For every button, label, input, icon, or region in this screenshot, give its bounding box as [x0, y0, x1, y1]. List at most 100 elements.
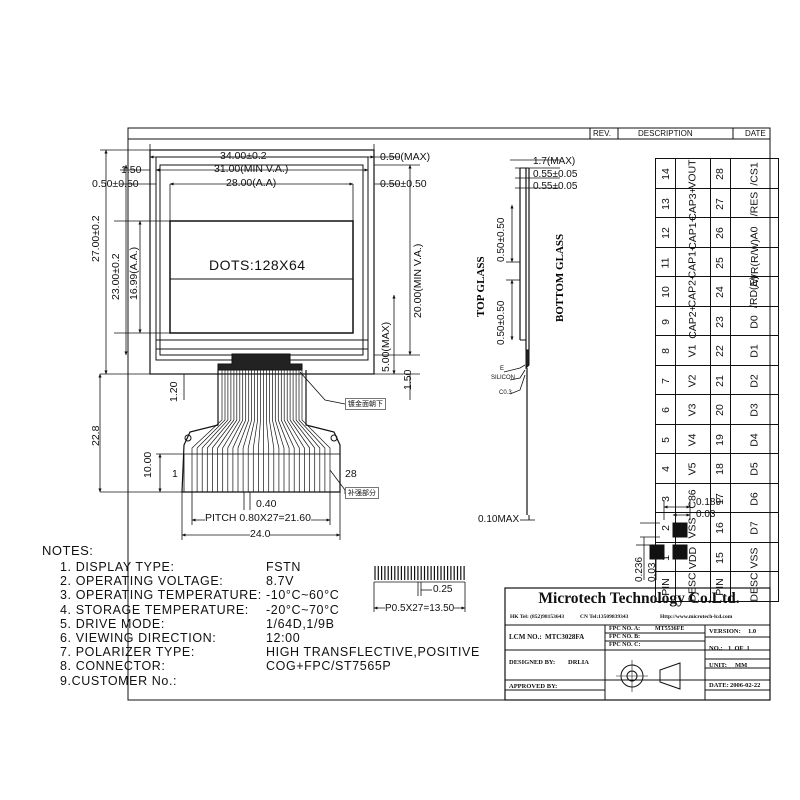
- notes-values: FSTN 8.7V -10°C~60°C -20°C~70°C 1/64D,1/…: [266, 560, 480, 688]
- pin-table-text: 19: [714, 433, 727, 446]
- pin-table-cell: 7: [655, 364, 676, 395]
- pin-table-cell: PIN: [655, 571, 676, 602]
- pin-table-cell: 14: [655, 158, 676, 189]
- pin-table-text: /RD(E): [748, 276, 761, 309]
- unit-value: MM: [735, 662, 748, 669]
- pin-table-cell: 1: [655, 541, 676, 572]
- dim-height-20min: 20.00(MIN V.A.): [412, 243, 424, 318]
- note-value: -20°C~70°C: [266, 602, 340, 617]
- pin-table-cell: 6: [655, 394, 676, 425]
- label-e: E: [500, 366, 505, 372]
- pin-table-text: V2: [686, 374, 699, 388]
- date-label: DATE:: [709, 682, 729, 689]
- callout-gold-face-down: 镀金面朝下: [345, 398, 386, 410]
- pin-label-left: 1: [172, 468, 178, 480]
- pin-table-cell: C86: [675, 482, 711, 513]
- pin-table-cell: 20: [709, 394, 731, 425]
- pin-table-cell: VSS: [729, 541, 780, 572]
- fpc-tail: [181, 370, 341, 493]
- pin-table-text: 4: [659, 466, 672, 473]
- dim-right-150: 1.50: [402, 369, 414, 390]
- designed-by-value: DRLIA: [568, 659, 589, 666]
- pin-table-cell: CAP2-: [675, 276, 711, 308]
- date-header: DATE: [745, 129, 766, 138]
- note-value: -10°C~60°C: [266, 588, 340, 603]
- pin-table-text: 13: [659, 197, 672, 210]
- label-silicon: SILICON: [491, 375, 516, 381]
- pin-table-text: 24: [714, 286, 727, 299]
- notes-title: NOTES:: [42, 543, 94, 558]
- fpc-c-label: FPC NO. C:: [609, 642, 641, 648]
- lcd-front-view: [149, 149, 375, 493]
- fpc-b-label: FPC NO. B:: [609, 634, 641, 640]
- lcd-side-view: [519, 167, 530, 520]
- active-area: [169, 220, 354, 334]
- pin-table-text: 20: [714, 404, 727, 417]
- pin-table-text: D1: [748, 344, 761, 358]
- pin-table-cell: V2: [675, 364, 711, 395]
- pin-table-cell: D0: [729, 305, 780, 336]
- pin-table-text: V3: [686, 403, 699, 417]
- dim-left-150: 1.50: [121, 164, 142, 176]
- pin-table-cell: D1: [729, 335, 780, 366]
- dim-003a: 0.03: [696, 509, 716, 520]
- note-value: 8.7V: [266, 574, 295, 589]
- pin-table-cell: 9: [655, 305, 676, 336]
- front-dimensions: [98, 144, 420, 540]
- note-value: FSTN: [266, 560, 302, 574]
- projection-symbol: [616, 660, 681, 692]
- bottom-glass-label: BOTTOM GLASS: [554, 234, 566, 322]
- pin-table-cell: 26: [709, 217, 731, 248]
- note-label: 2. OPERATING VOLTAGE:: [60, 574, 224, 589]
- pin-table-text: VSS: [748, 547, 761, 569]
- side-dimensions: [503, 159, 560, 521]
- pin-table-text: /CS1: [748, 162, 761, 186]
- dim-040: 0.40: [256, 498, 277, 510]
- pin-table-text: 14: [659, 168, 672, 181]
- dim-003b: 0.03: [647, 562, 658, 582]
- pin-table-cell: D6: [729, 482, 780, 513]
- pin-table-text: D4: [748, 433, 761, 447]
- pin-table-text: D0: [748, 315, 761, 329]
- pin-table-text: D6: [748, 492, 761, 506]
- pin-table-text: V4: [686, 433, 699, 447]
- pin-table-text: V1: [686, 344, 699, 358]
- pin-table-cell: DESC: [675, 571, 711, 602]
- pin-table-cell: 15: [709, 541, 731, 572]
- designed-by-label: DESIGNED BY:: [509, 659, 556, 666]
- pin-table-cell: 22: [709, 335, 731, 366]
- website: Http://www.microtech-lcd.com: [660, 614, 733, 620]
- dim-min-va: 31.00(MIN V.A.): [214, 163, 289, 175]
- dim-0236: 0.236: [634, 556, 645, 582]
- pin-table-text: CAP2+: [686, 304, 699, 339]
- note-value: HIGH TRANSFLECTIVE,POSITIVE: [266, 645, 480, 660]
- pin-table-cell: CAP1-: [675, 246, 711, 278]
- pin-table-cell: 28: [709, 158, 731, 189]
- display-dots-label: DOTS:128X64: [209, 257, 306, 273]
- callout-stiffener: 补强部分: [345, 487, 379, 499]
- pin-table-cell: D2: [729, 364, 780, 395]
- pin-table-cell: /WR(R/W): [729, 239, 780, 287]
- pin-table-text: CAP1+: [686, 216, 699, 251]
- pin-table-text: 12: [659, 227, 672, 240]
- hk-phone: HK Tel: (852)98153643: [510, 614, 565, 620]
- notes-labels: 1. DISPLAY TYPE: 2. OPERATING VOLTAGE: 3…: [60, 560, 262, 688]
- pin-table-cell: D3: [729, 394, 780, 425]
- pin-table-text: /RES: [748, 191, 761, 217]
- dim-055b: 0.55±0.05: [533, 181, 578, 192]
- pin-table-text: 3: [659, 495, 672, 502]
- pin-table-text: A0: [748, 226, 761, 240]
- pin-table-cell: 18: [709, 453, 731, 484]
- dim-120: 1.20: [168, 381, 180, 402]
- fpc-traces: [191, 370, 331, 492]
- pin-table-text: 26: [714, 227, 727, 240]
- connector-pitch-detail: [373, 566, 466, 612]
- version-label: VERSION:: [709, 628, 741, 635]
- dim-050a: 0.50±0.50: [496, 217, 507, 262]
